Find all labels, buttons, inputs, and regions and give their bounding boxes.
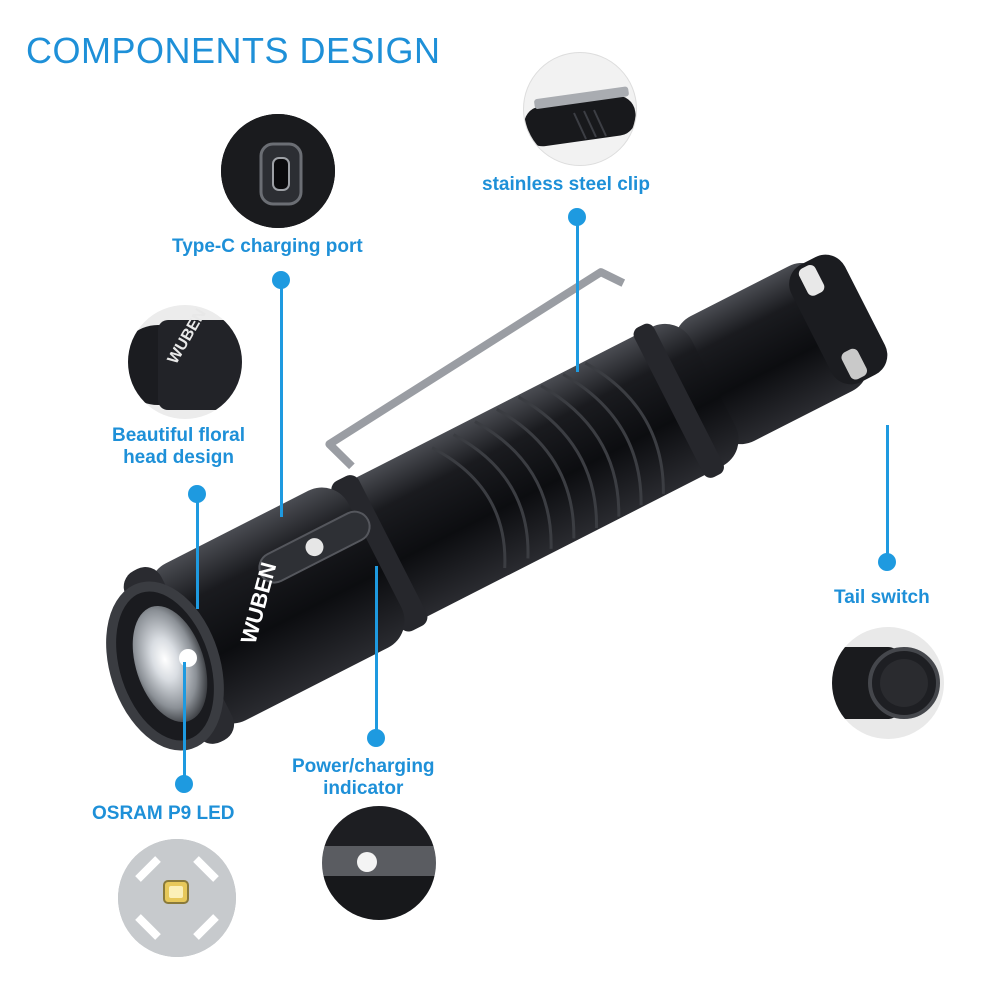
marker-clip xyxy=(568,208,586,226)
label-head-line2: head design xyxy=(123,447,234,468)
label-head: Beautiful floral head design xyxy=(112,425,245,469)
marker-tail xyxy=(878,553,896,571)
connector-led xyxy=(182,662,186,784)
inset-type-c xyxy=(221,114,335,228)
marker-head xyxy=(188,485,206,503)
inset-tail xyxy=(832,627,944,739)
marker-indicator xyxy=(367,729,385,747)
label-led: OSRAM P9 LED xyxy=(92,803,235,824)
label-type-c: Type-C charging port xyxy=(172,236,363,257)
label-tail: Tail switch xyxy=(834,587,930,608)
marker-type-c xyxy=(272,271,290,289)
connector-head xyxy=(195,494,199,609)
connector-type-c xyxy=(279,280,283,517)
page-title: COMPONENTS DESIGN xyxy=(26,30,441,71)
label-indicator-line1: Power/charging xyxy=(292,756,435,777)
inset-indicator xyxy=(322,806,436,920)
connector-tail xyxy=(885,425,889,562)
connector-indicator xyxy=(374,566,378,738)
inset-led xyxy=(118,839,236,957)
inset-head: WUBEN xyxy=(128,305,242,419)
label-head-line1: Beautiful floral xyxy=(112,425,246,446)
inset-clip xyxy=(523,52,637,166)
label-clip: stainless steel clip xyxy=(482,174,650,195)
marker-led xyxy=(175,775,193,793)
connector-clip xyxy=(575,217,579,372)
label-indicator: Power/charging indicator xyxy=(292,756,435,800)
label-indicator-line2: indicator xyxy=(323,778,404,799)
